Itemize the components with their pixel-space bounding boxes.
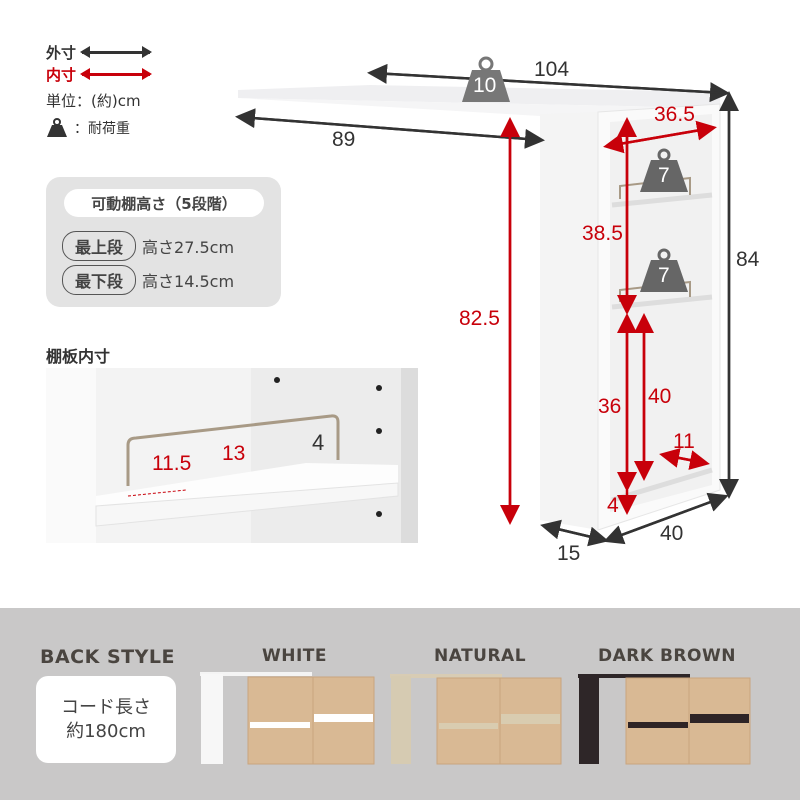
dim-top-left-width: 89 <box>332 128 356 151</box>
dim-depth: 40 <box>660 522 684 545</box>
legend-inner: 内寸 <box>46 64 153 85</box>
shelf-illustration <box>46 368 418 543</box>
cord-length-value: 約180cm <box>66 720 146 742</box>
legend-outer-label: 外寸 <box>46 44 77 62</box>
dim-outer-height: 84 <box>736 248 760 271</box>
shelf-row-top: 最上段 高さ27.5cm <box>62 231 234 261</box>
back-style-title: BACK STYLE <box>40 646 175 668</box>
dim-upper-space: 38.5 <box>582 222 623 245</box>
load-shelf-lower-value: 7 <box>658 264 670 287</box>
back-image-natural <box>390 674 562 765</box>
legend-inner-label: 内寸 <box>46 66 77 84</box>
weight-icon <box>640 248 688 292</box>
dim-lower-space-b: 40 <box>648 385 672 408</box>
double-arrow-icon <box>80 46 153 58</box>
cord-length-label: コード長さ <box>61 697 151 719</box>
shelf-row-value: 高さ27.5cm <box>142 238 235 257</box>
dim-shelf-width: 36.5 <box>654 103 695 126</box>
adjustable-shelf-title: 可動棚高さ（5段階） <box>64 189 264 217</box>
shelf-row-tag: 最下段 <box>62 265 137 295</box>
weight-icon <box>640 148 688 192</box>
furniture-diagram <box>235 56 739 547</box>
double-arrow-icon <box>80 68 153 80</box>
dim-lower-space-a: 36 <box>598 395 622 418</box>
back-image-dark-brown <box>578 674 751 765</box>
back-image-white <box>200 672 375 765</box>
back-style-images <box>200 672 751 765</box>
dim-side-depth: 15 <box>557 542 581 565</box>
dim-rail-height: 4 <box>312 430 325 455</box>
shelf-inner-title: 棚板内寸 <box>46 347 111 366</box>
dim-bottom-gap: 4 <box>607 494 619 517</box>
color-label-natural: NATURAL <box>434 646 527 666</box>
load-label: ：耐荷重 <box>74 121 130 137</box>
shelf-inner-photo: 11.5 13 4 <box>46 368 418 543</box>
weight-icon <box>47 118 67 137</box>
shelf-row-tag: 最上段 <box>62 231 137 261</box>
weight-icon <box>462 56 510 102</box>
dim-shelf-depth-a: 11.5 <box>152 452 192 475</box>
shelf-row-value: 高さ14.5cm <box>142 272 235 291</box>
color-label-white: WHITE <box>262 646 328 666</box>
dim-inner-height: 82.5 <box>459 307 500 330</box>
legend-unit: 単位：(約)cm <box>46 90 141 111</box>
load-top-value: 10 <box>473 74 497 97</box>
legend-load: ：耐荷重 <box>46 118 130 138</box>
dim-shelf-depth-b: 13 <box>222 442 246 465</box>
shelf-row-bottom: 最下段 高さ14.5cm <box>62 265 234 295</box>
adjustable-shelf-panel: 可動棚高さ（5段階） 最上段 高さ27.5cm 最下段 高さ14.5cm <box>46 177 281 307</box>
cord-length-box: コード長さ 約180cm <box>36 676 176 763</box>
dim-outer-width: 104 <box>534 58 570 81</box>
legend-outer: 外寸 <box>46 42 153 63</box>
color-label-dark-brown: DARK BROWN <box>598 646 736 666</box>
load-shelf-upper-value: 7 <box>658 164 670 187</box>
dim-bottom-depth: 11 <box>673 430 695 453</box>
unit-label: 単位：(約)cm <box>46 92 141 110</box>
